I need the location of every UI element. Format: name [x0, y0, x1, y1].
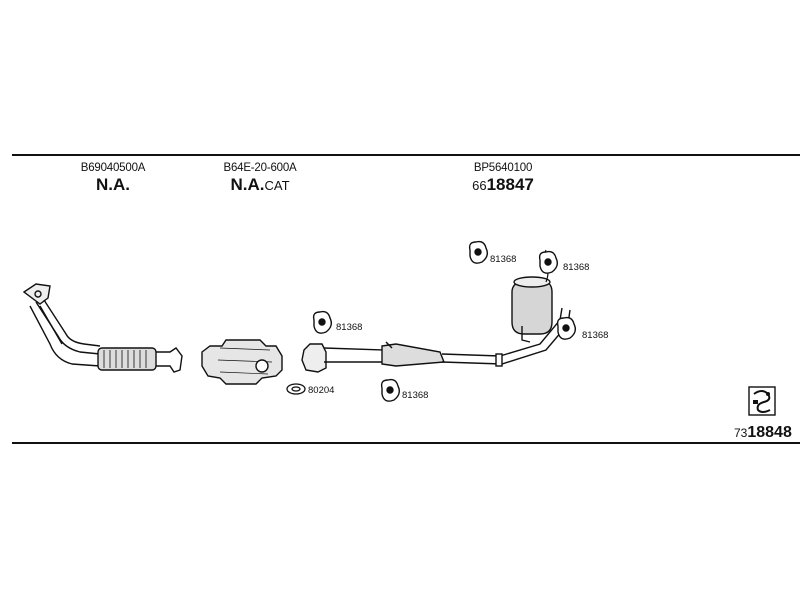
bottom-divider — [12, 442, 800, 444]
exhaust-logo-icon — [748, 386, 776, 421]
part-label: N.A. — [96, 175, 130, 194]
callout-label: 81368 — [490, 254, 516, 265]
hanger-icon[interactable] — [380, 378, 401, 402]
diagram-number: 7318848 — [734, 424, 792, 441]
catalytic-converter[interactable] — [201, 339, 283, 385]
callout-label: 80204 — [308, 385, 334, 396]
part-number: BP5640100 — [473, 162, 533, 174]
header-col-catalyst: B64E-20-600A N.A.CAT — [210, 162, 310, 197]
hanger-icon[interactable] — [312, 310, 333, 334]
callout-label: 81368 — [582, 330, 608, 341]
rear-silencer[interactable] — [511, 249, 553, 343]
header-col-silencer: BP5640100 6618847 — [458, 162, 548, 197]
hanger-icon[interactable] — [538, 250, 559, 274]
hanger-icon[interactable] — [468, 240, 489, 264]
top-divider — [12, 154, 800, 156]
hanger-icon[interactable] — [556, 316, 577, 340]
header-col-front-pipe: B69040500A N.A. — [68, 162, 158, 196]
part-number: B64E-20-600A — [223, 162, 297, 174]
callout-label: 81368 — [563, 262, 589, 273]
part-label: N.A.CAT — [230, 175, 290, 194]
callout-label: 81368 — [336, 322, 362, 333]
gasket-icon[interactable] — [286, 383, 306, 395]
callout-label: 81368 — [402, 390, 428, 401]
front-pipe[interactable] — [22, 283, 183, 373]
part-label: 6618847 — [472, 175, 534, 194]
part-number: B69040500A — [80, 162, 146, 174]
